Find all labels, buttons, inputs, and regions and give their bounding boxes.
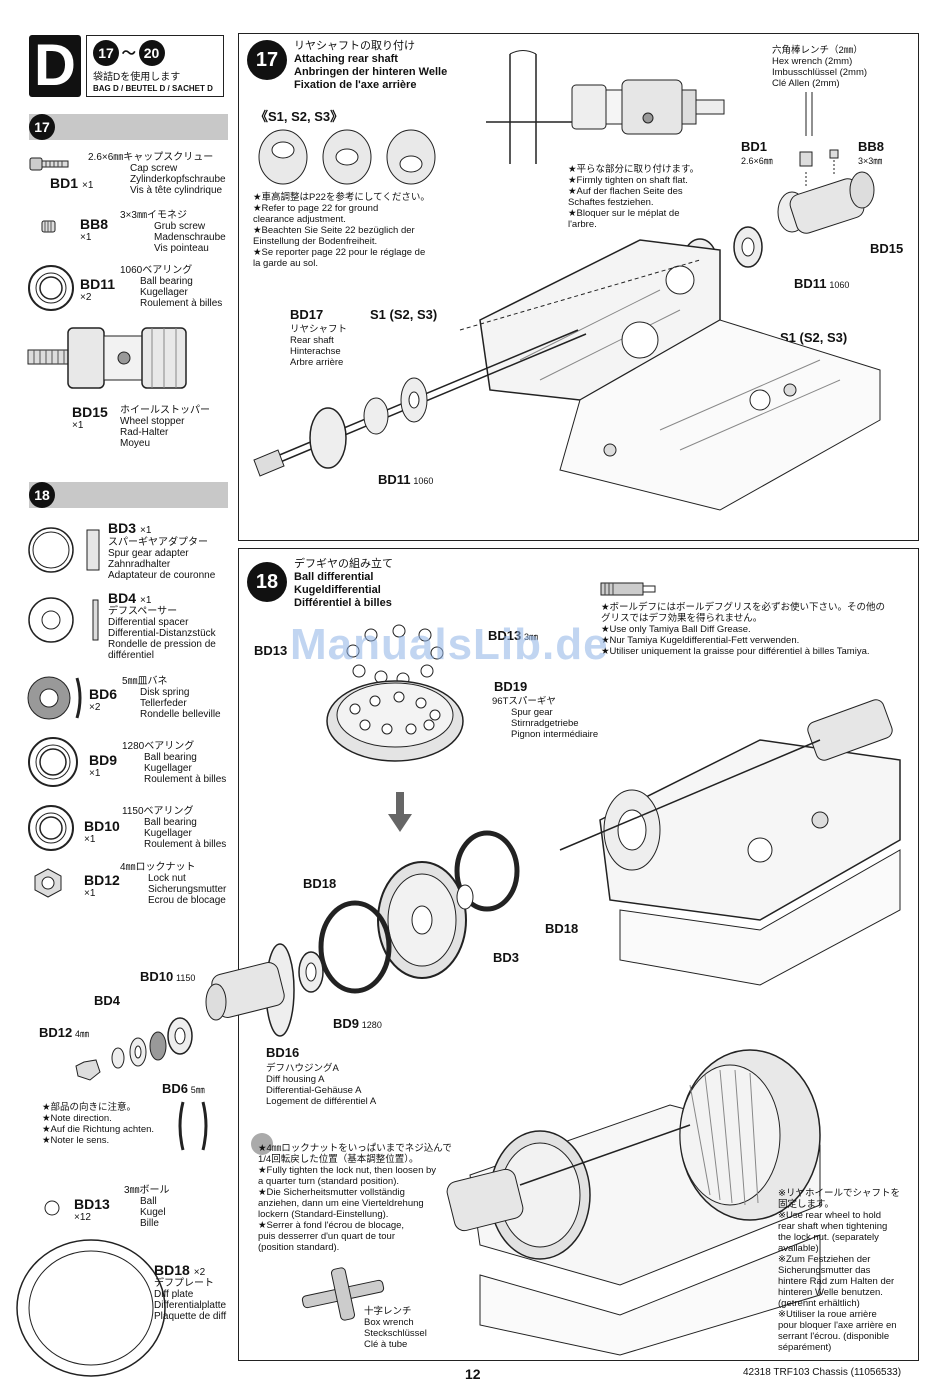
bearing-1280-icon [28,737,78,787]
label-bd18-left: BD18 [303,876,337,891]
grease-tube-icon [600,582,656,596]
diff-housing-illustration [205,943,295,1037]
label-bd19: BD19 [494,679,528,694]
label-bd9: BD9 1280 [333,1016,382,1031]
shim-options-label: 《S1, S2, S3》 [255,109,344,124]
cap-screw-icon [29,157,69,171]
diff-plate-icon [16,1239,166,1377]
cross-wrench-icon [301,1267,385,1321]
small-parts-exploded-illustration [75,1017,193,1081]
bearing-1060-icon [28,265,74,311]
watermark: ManualsLib.de [290,620,609,669]
label-bd13-size: BD13 3㎜ [488,628,539,643]
label-bd16: BD16 [266,1045,300,1060]
part-bb8: BB8×1 [80,216,109,244]
part-bd6: BD6×2 [89,686,118,714]
part-bd13: BD13×12 [74,1196,110,1224]
direction-note: ★部品の向きに注意。★Note direction.★Auf die Richt… [42,1102,155,1146]
shaft-flat-note: ★平らな部分に取り付けます。★Firmly tighten on shaft f… [568,164,700,230]
part-bd4: BD4×1 [108,590,152,606]
wheel-stopper-icon [27,327,187,389]
label-bd18-right: BD18 [545,921,579,936]
part-bd1: BD1×1 [50,175,94,191]
shim-s2-icon [322,129,372,185]
spur-gear-exploded-illustration [377,861,467,979]
hex-wrench-icon [805,92,813,136]
rear-chassis-illustration [459,239,881,511]
label-s1-right: S1 (S2, S3) [780,330,848,345]
disk-spring-icon [27,676,82,720]
ball-icon [44,1200,60,1216]
step-range-end: 20 [138,40,165,66]
label-bb8: BB8 [858,139,885,154]
bag-info-box: 17 ～ 20 袋詰Dを使用します BAG D / BEUTEL D / SAC… [86,35,224,97]
label-bd11-right: BD11 1060 [794,276,850,291]
rear-wheel-note: ※リヤホイールでシャフトを固定します。※Use rear wheel to ho… [778,1188,900,1353]
part-bd9: BD9×1 [89,752,118,780]
part-bd11: BD11×2 [80,276,116,304]
step-range-start: 17 [93,40,119,66]
grease-note: ★ボールデフにはボールデフグリスを必ずお使い下さい。その他のグリスではデフ効果を… [601,602,886,657]
part-bd12: BD12×1 [84,872,120,900]
disk-spring-direction-icon [178,1101,208,1151]
wheel-stopper-assembly-illustration [777,149,875,234]
label-bd6: BD6 5㎜ [162,1081,205,1096]
bag-jp: 袋詰Dを使用します [93,72,181,83]
page-number: 12 [465,1366,481,1382]
shim-s3-icon [386,129,436,185]
rear-shaft-illustration [253,329,587,477]
grub-screw-icon [41,220,56,233]
ball-differential-gear-illustration [326,624,464,762]
final-assembly-illustration [446,1049,821,1356]
label-bd12: BD12 4㎜ [39,1025,90,1040]
diff-chassis-illustration [559,699,901,986]
label-bd17: BD17 [290,307,324,322]
label-bd15: BD15 [870,241,904,256]
label-bd1: BD1 [741,139,768,154]
bag-en: BAG D / BEUTEL D / SACHET D [93,84,213,93]
product-code: 42318 TRF103 Chassis (11056533) [743,1367,902,1378]
ground-clearance-note: ★車高調整はP22を参考にしてください。★Refer to page 22 fo… [253,192,430,269]
step-18-badge: 18 [247,562,287,602]
part-bd3: BD3×1 [108,520,152,536]
step-17-bar: 17 [29,114,228,140]
label-bd3: BD3 [493,950,520,965]
label-s1-left: S1 (S2, S3) [370,307,438,322]
diff-plate-rings-illustration [318,830,520,994]
label-bd4: BD4 [94,993,121,1008]
bag-letter: D [29,35,81,97]
label-bd11-bottom: BD11 1060 [378,472,434,487]
shaft-flat-detail-illustration [486,50,725,164]
spur-gear-adapter-icon [28,527,100,573]
label-bd10: BD10 1150 [140,969,196,984]
lock-nut-icon [34,868,62,898]
bearing-1150-icon [28,805,74,851]
bearing-1280-exploded-illustration [298,951,324,993]
step-17-badge: 17 [247,40,287,80]
down-arrow-icon [388,792,412,832]
hex-wrench-label: 六角棒レンチ（2㎜）Hex wrench (2mm)Imbusschlüssel… [772,45,868,89]
info-dot-icon [251,1133,273,1155]
shim-s1-icon [258,129,308,185]
label-bd13: BD13 [254,643,288,658]
part-bd10: BD10×1 [84,818,120,846]
diff-spacer-icon [28,597,99,643]
part-bd15: BD15×1 [72,404,108,432]
step-18-bar: 18 [29,482,228,508]
part-bd18: BD18×2 [154,1262,206,1278]
